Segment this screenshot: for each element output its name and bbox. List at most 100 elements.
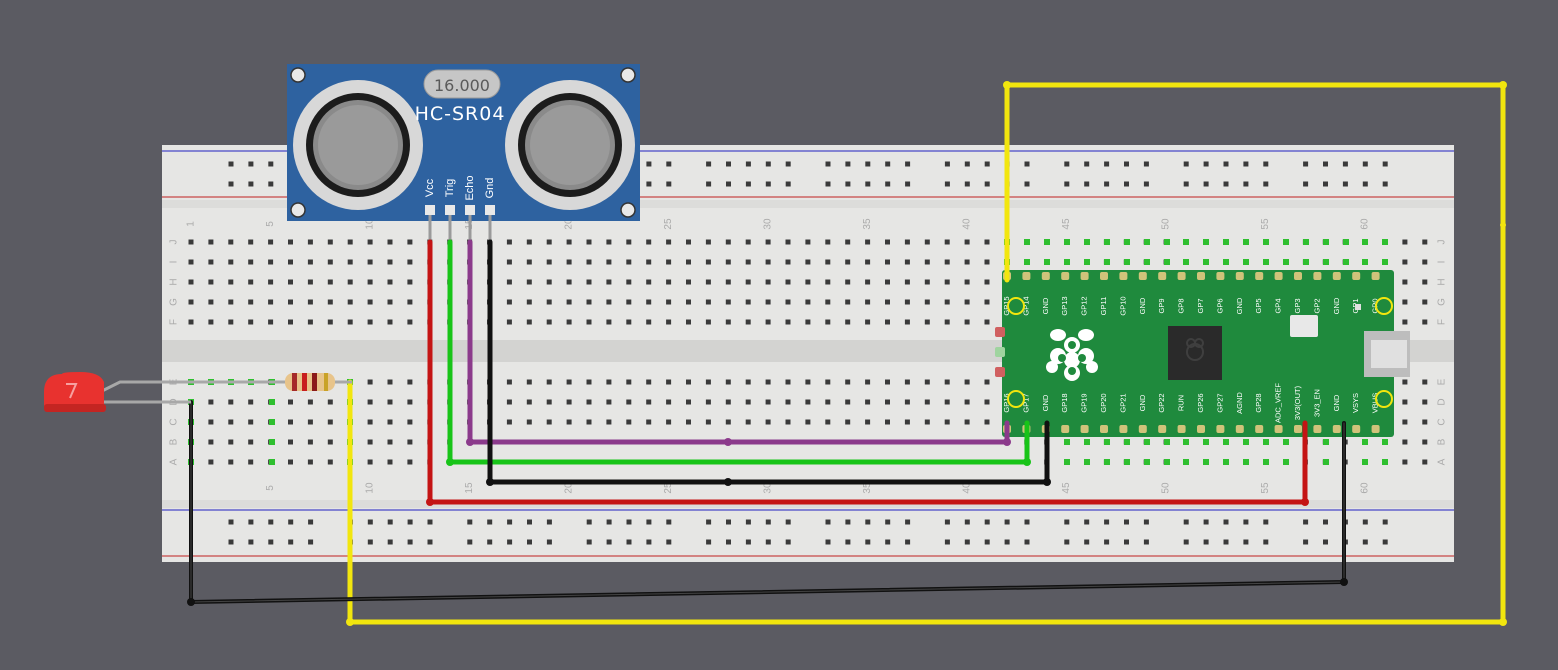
breadboard-hole[interactable] xyxy=(228,239,234,245)
pico-pad[interactable] xyxy=(1216,425,1225,433)
breadboard-hole[interactable] xyxy=(566,299,572,305)
breadboard-hole[interactable] xyxy=(725,279,731,285)
rail-hole[interactable] xyxy=(745,161,751,167)
breadboard-hole[interactable] xyxy=(347,239,353,245)
breadboard-hole[interactable] xyxy=(725,239,731,245)
breadboard-hole[interactable] xyxy=(407,299,413,305)
rail-hole[interactable] xyxy=(1203,539,1209,545)
rail-hole[interactable] xyxy=(1104,181,1110,187)
rail-hole[interactable] xyxy=(1183,519,1189,525)
breadboard-hole[interactable] xyxy=(686,259,691,265)
breadboard-hole[interactable] xyxy=(526,419,532,425)
breadboard-hole[interactable] xyxy=(288,459,293,465)
breadboard-hole[interactable] xyxy=(566,259,572,265)
connected-hole[interactable] xyxy=(269,419,275,425)
breadboard-hole[interactable] xyxy=(725,419,731,425)
breadboard-hole[interactable] xyxy=(268,319,274,325)
breadboard-hole[interactable] xyxy=(646,299,652,305)
breadboard-hole[interactable] xyxy=(1422,419,1428,425)
connected-hole[interactable] xyxy=(1084,459,1090,465)
connected-hole[interactable] xyxy=(1362,259,1368,265)
breadboard-hole[interactable] xyxy=(785,259,791,265)
distance-value-badge[interactable] xyxy=(423,69,501,99)
breadboard-hole[interactable] xyxy=(546,239,552,245)
connected-hole[interactable] xyxy=(1104,259,1110,265)
breadboard-hole[interactable] xyxy=(1402,279,1408,285)
breadboard-hole[interactable] xyxy=(367,279,373,285)
wire-red-vcc[interactable] xyxy=(427,239,1308,505)
rail-hole[interactable] xyxy=(268,539,274,545)
breadboard-hole[interactable] xyxy=(327,319,333,325)
breadboard-hole[interactable] xyxy=(1422,399,1428,405)
rail-hole[interactable] xyxy=(527,519,532,525)
rail-hole[interactable] xyxy=(1223,519,1229,525)
rail-hole[interactable] xyxy=(1064,161,1070,167)
breadboard-hole[interactable] xyxy=(865,399,871,405)
breadboard-hole[interactable] xyxy=(1402,419,1408,425)
rail-hole[interactable] xyxy=(1382,161,1388,167)
breadboard-hole[interactable] xyxy=(904,319,910,325)
connected-hole[interactable] xyxy=(1323,459,1329,465)
connected-hole[interactable] xyxy=(1263,239,1269,245)
breadboard-hole[interactable] xyxy=(506,259,512,265)
breadboard-hole[interactable] xyxy=(288,259,293,265)
connected-hole[interactable] xyxy=(1243,259,1249,265)
breadboard-hole[interactable] xyxy=(646,419,652,425)
breadboard-hole[interactable] xyxy=(745,279,751,285)
breadboard-hole[interactable] xyxy=(1402,259,1408,265)
connected-hole[interactable] xyxy=(1183,259,1189,265)
breadboard-hole[interactable] xyxy=(1402,439,1408,445)
breadboard-hole[interactable] xyxy=(268,259,274,265)
breadboard-hole[interactable] xyxy=(845,259,851,265)
breadboard-hole[interactable] xyxy=(188,279,194,285)
rail-hole[interactable] xyxy=(1223,539,1229,545)
breadboard-hole[interactable] xyxy=(526,319,532,325)
breadboard-hole[interactable] xyxy=(626,319,632,325)
connected-hole[interactable] xyxy=(1104,439,1110,445)
rail-hole[interactable] xyxy=(1342,181,1348,187)
breadboard-hole[interactable] xyxy=(307,439,313,445)
breadboard-hole[interactable] xyxy=(506,399,512,405)
rail-hole[interactable] xyxy=(1064,519,1070,525)
rail-hole[interactable] xyxy=(1243,161,1249,167)
breadboard-hole[interactable] xyxy=(1402,399,1408,405)
breadboard-hole[interactable] xyxy=(705,319,711,325)
rail-hole[interactable] xyxy=(248,539,254,545)
breadboard-hole[interactable] xyxy=(765,239,771,245)
rail-hole[interactable] xyxy=(1183,181,1189,187)
rail-hole[interactable] xyxy=(1124,181,1129,187)
breadboard-hole[interactable] xyxy=(845,239,851,245)
breadboard-hole[interactable] xyxy=(387,299,393,305)
rail-hole[interactable] xyxy=(1323,161,1328,167)
breadboard-hole[interactable] xyxy=(984,299,990,305)
breadboard-hole[interactable] xyxy=(666,419,672,425)
breadboard-hole[interactable] xyxy=(1422,379,1428,385)
connected-hole[interactable] xyxy=(1343,259,1349,265)
pico-pad[interactable] xyxy=(1371,272,1380,280)
breadboard-hole[interactable] xyxy=(765,279,771,285)
breadboard-hole[interactable] xyxy=(248,419,254,425)
breadboard-hole[interactable] xyxy=(646,279,652,285)
breadboard-hole[interactable] xyxy=(387,259,393,265)
breadboard-hole[interactable] xyxy=(666,279,672,285)
breadboard-hole[interactable] xyxy=(387,379,393,385)
connected-hole[interactable] xyxy=(1362,439,1368,445)
connected-hole[interactable] xyxy=(269,459,275,465)
rail-hole[interactable] xyxy=(845,181,851,187)
pico-pad[interactable] xyxy=(1294,272,1302,280)
breadboard-hole[interactable] xyxy=(407,319,413,325)
breadboard-hole[interactable] xyxy=(228,299,234,305)
rail-hole[interactable] xyxy=(288,519,294,525)
rail-hole[interactable] xyxy=(726,539,731,545)
breadboard-hole[interactable] xyxy=(586,319,592,325)
breadboard-hole[interactable] xyxy=(228,459,234,465)
breadboard-hole[interactable] xyxy=(268,239,274,245)
rail-hole[interactable] xyxy=(865,539,871,545)
pico-pad[interactable] xyxy=(1294,425,1302,433)
breadboard-hole[interactable] xyxy=(785,279,791,285)
rail-hole[interactable] xyxy=(745,181,751,187)
rail-hole[interactable] xyxy=(765,539,771,545)
pico-pad[interactable] xyxy=(1138,272,1147,280)
sensor-pin-pad[interactable] xyxy=(465,205,475,215)
rail-hole[interactable] xyxy=(1362,519,1368,525)
